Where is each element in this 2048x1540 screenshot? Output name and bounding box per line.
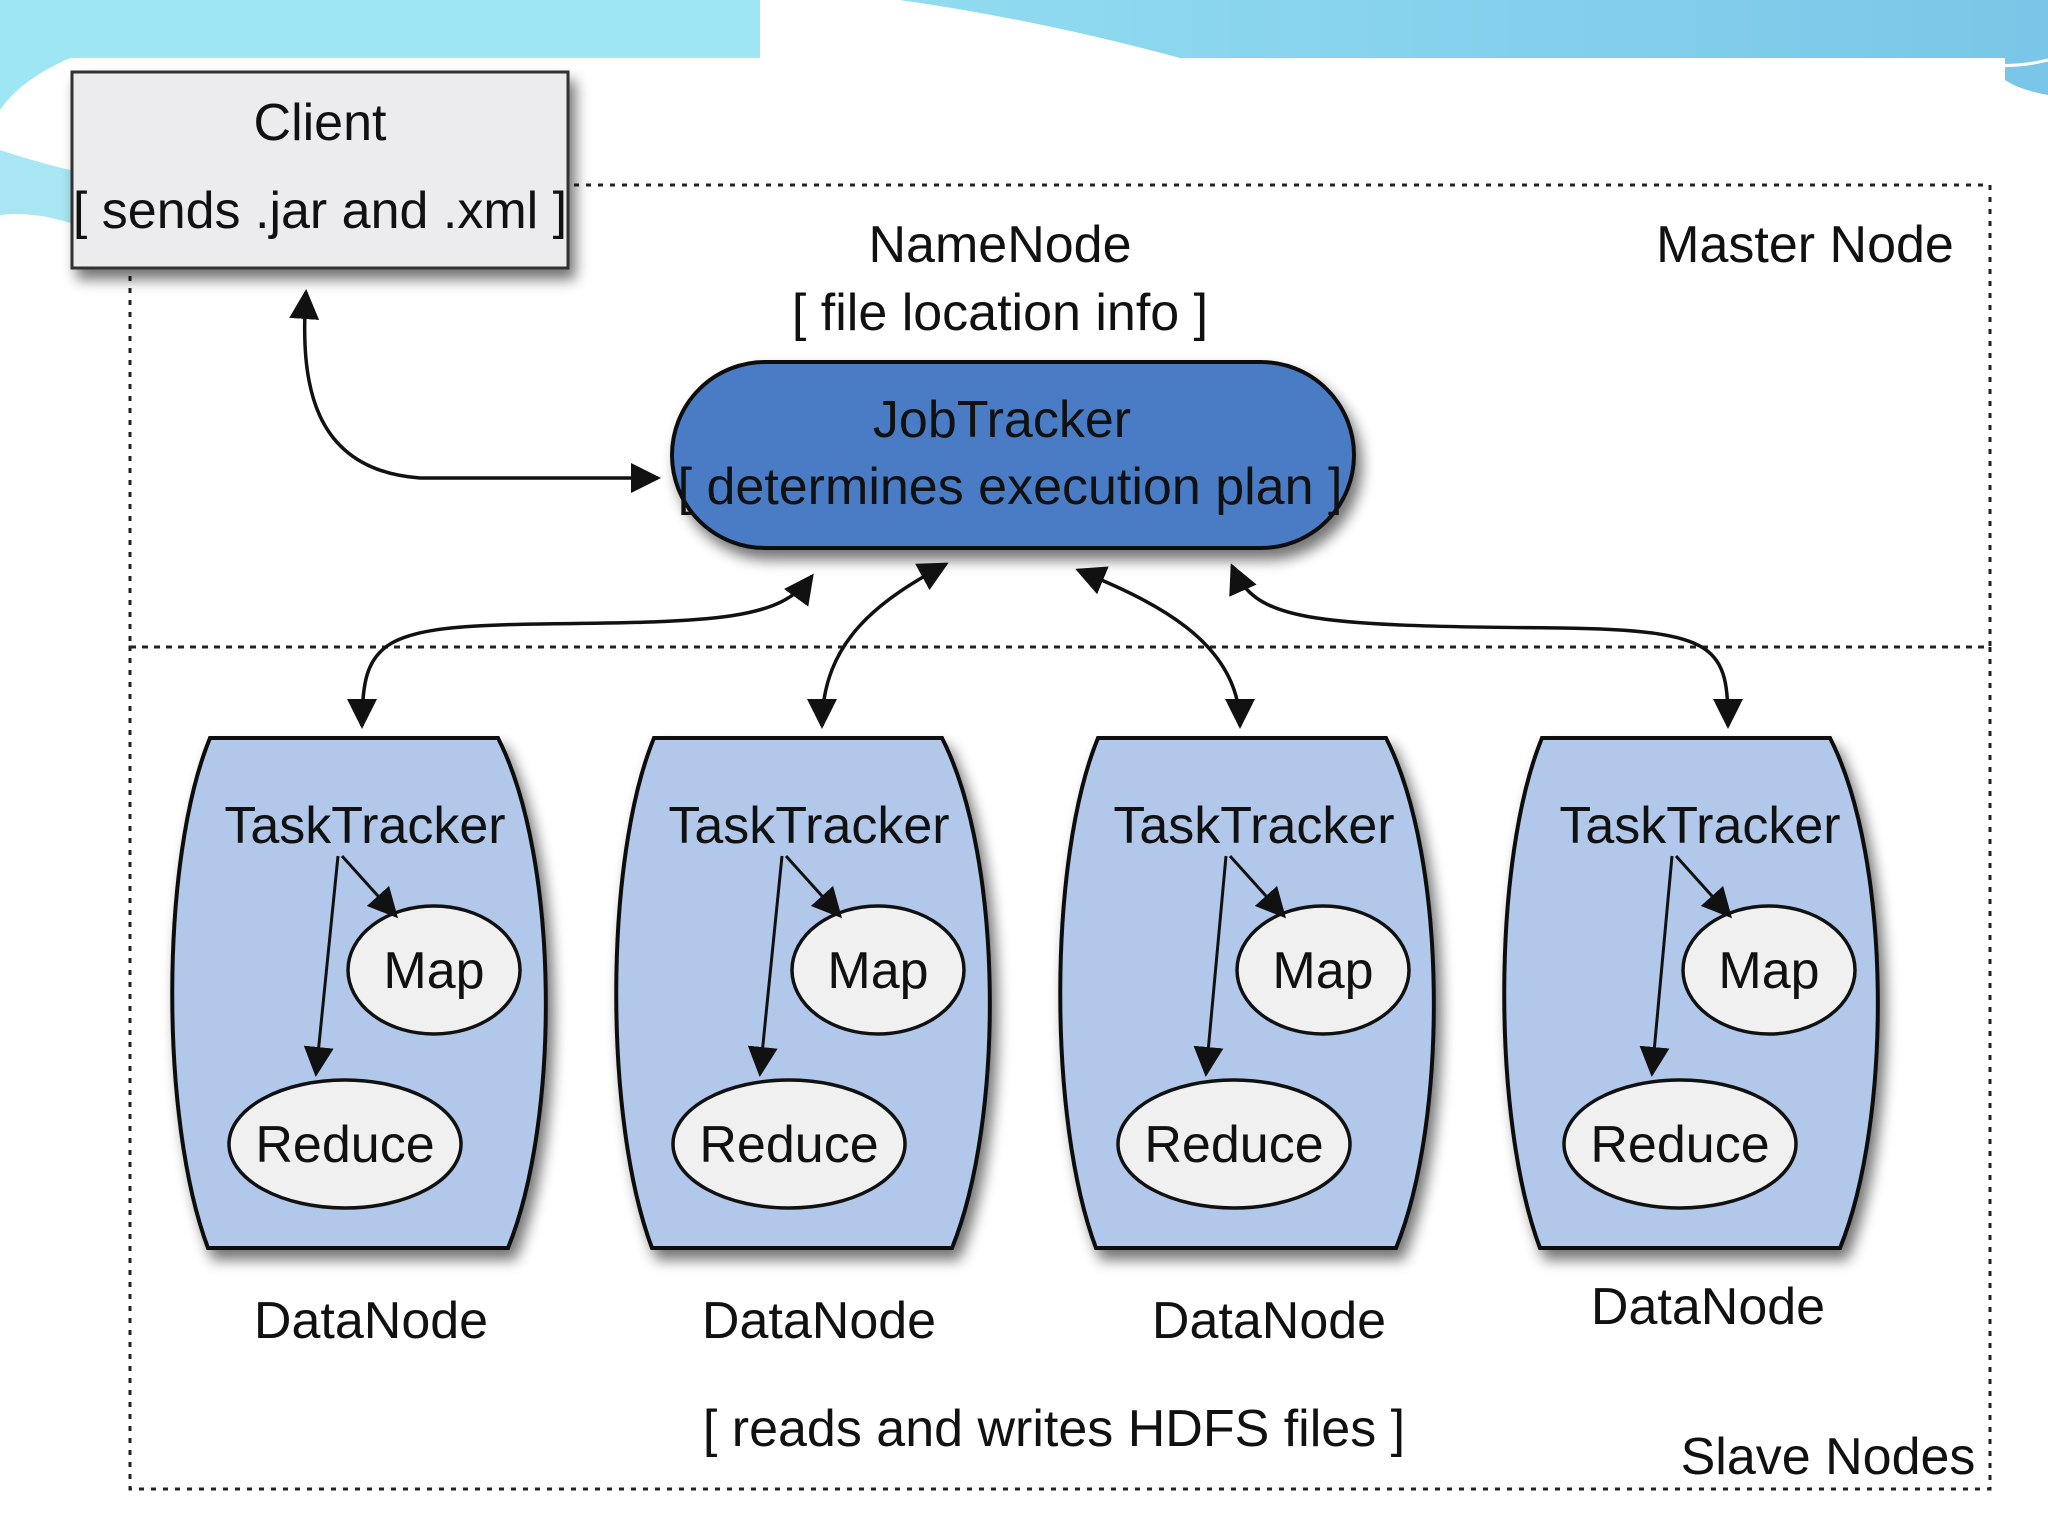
slave-node: TaskTracker Map Reduce DataNode (170, 736, 548, 1350)
jobtracker-tasktracker-arrow-1 (347, 573, 814, 729)
jobtracker-tasktracker-arrow-2 (807, 562, 949, 729)
map-ellipse (790, 904, 966, 1036)
reduce-ellipse (671, 1078, 907, 1210)
slide-banner (0, 0, 2048, 230)
tasktracker-label: TaskTracker (1559, 797, 1840, 855)
jobtracker-tasktracker-arrow-4 (1229, 563, 1743, 729)
tasktracker-map-arrow (1228, 854, 1287, 919)
map-label: Map (383, 942, 484, 1000)
client-subtitle: [ sends .jar and .xml ] (73, 182, 567, 240)
tasktracker-label: TaskTracker (224, 797, 505, 855)
master-node-region (128, 183, 1992, 649)
jobtracker-node: JobTracker [ determines execution plan ] (670, 360, 1356, 550)
client-title: Client (254, 94, 387, 152)
hdfs-footer-label: [ reads and writes HDFS files ] (703, 1400, 1405, 1458)
namenode-subtitle: [ file location info ] (792, 284, 1208, 342)
reduce-ellipse (1562, 1078, 1798, 1210)
map-label: Map (827, 942, 928, 1000)
reduce-label: Reduce (699, 1116, 878, 1174)
reduce-ellipse (1116, 1078, 1352, 1210)
namenode-title: NameNode (868, 216, 1131, 274)
map-ellipse (1235, 904, 1411, 1036)
tasktracker-label: TaskTracker (1113, 797, 1394, 855)
datanode-label: DataNode (254, 1292, 488, 1350)
jobtracker-subtitle: [ determines execution plan ] (678, 458, 1343, 516)
reduce-label: Reduce (1144, 1116, 1323, 1174)
tasktracker-reduce-arrow (303, 855, 340, 1077)
reduce-label: Reduce (1590, 1116, 1769, 1174)
client-jobtracker-arrow (289, 289, 661, 493)
reduce-label: Reduce (255, 1116, 434, 1174)
datanode-label: DataNode (1152, 1292, 1386, 1350)
slave-nodes-label: Slave Nodes (1681, 1428, 1976, 1486)
tasktracker-map-arrow (1674, 854, 1733, 919)
tasktracker-reduce-arrow (1193, 855, 1228, 1077)
jobtracker-title: JobTracker (873, 391, 1131, 449)
master-node-label: Master Node (1656, 216, 1954, 274)
map-ellipse (346, 904, 522, 1036)
client-box: Client [ sends .jar and .xml ] (70, 70, 570, 270)
tasktracker-reduce-arrow (1639, 855, 1674, 1077)
map-ellipse (1681, 904, 1857, 1036)
tasktracker-map-arrow (340, 854, 399, 919)
tasktracker-map-arrow (784, 854, 843, 919)
map-label: Map (1272, 942, 1373, 1000)
slave-nodes-region (128, 645, 1992, 1491)
tasktracker-reduce-arrow (747, 855, 784, 1077)
slave-node: TaskTracker Map Reduce DataNode (1502, 736, 1880, 1336)
datanode-label: DataNode (1591, 1278, 1825, 1336)
tasktracker-label: TaskTracker (668, 797, 949, 855)
slave-node: TaskTracker Map Reduce DataNode (1058, 736, 1436, 1350)
map-label: Map (1718, 942, 1819, 1000)
datanode-label: DataNode (702, 1292, 936, 1350)
slave-node: TaskTracker Map Reduce DataNode (614, 736, 992, 1350)
reduce-ellipse (227, 1078, 463, 1210)
